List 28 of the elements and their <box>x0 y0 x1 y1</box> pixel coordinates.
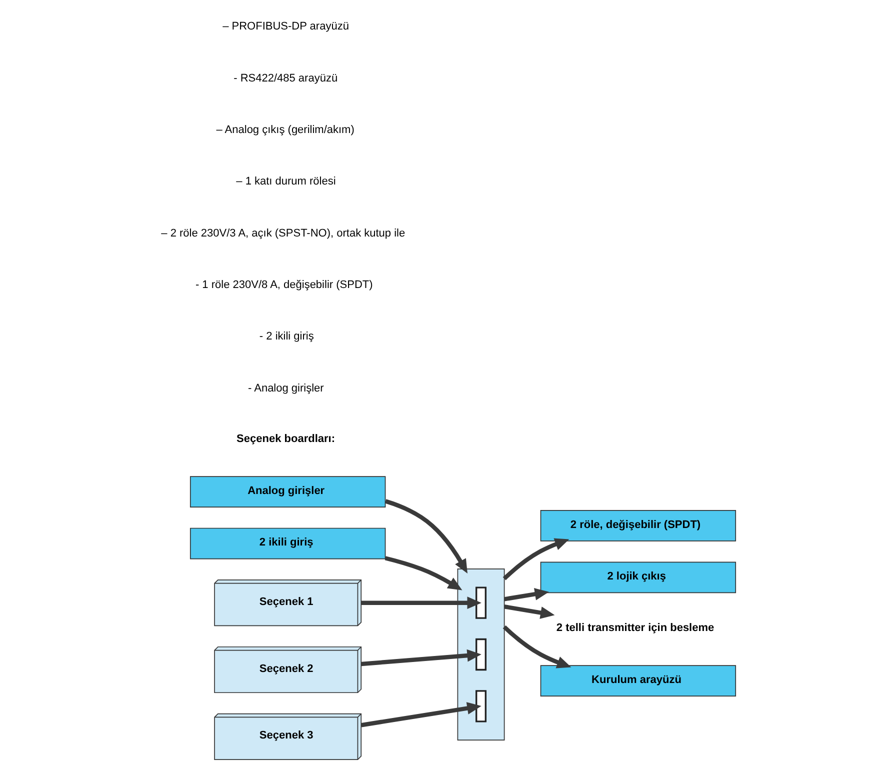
label: Seçenek boardları: <box>236 433 336 446</box>
arrow <box>504 604 555 619</box>
label: - RS422/485 arayüzü <box>234 72 338 84</box>
node-box: 2 ikili giriş <box>190 528 386 560</box>
node-box: 2 röle, değişebilir (SPDT) <box>540 510 736 542</box>
node-box <box>476 638 487 671</box>
node-box: Analog girişler <box>190 476 386 508</box>
arrow <box>361 649 482 666</box>
label: - 2 ikili giriş <box>259 330 314 343</box>
arrow <box>502 625 572 668</box>
label: - Analog girişler <box>248 382 324 394</box>
arrow <box>504 588 549 602</box>
label: – PROFIBUS-DP arayüzü <box>222 20 349 33</box>
node-box: 2 lojik çıkış <box>540 562 736 594</box>
cluster <box>457 568 505 740</box>
arrow <box>361 702 482 728</box>
label: – Analog çıkış (gerilim/akım) <box>216 124 354 136</box>
arrow <box>502 538 570 580</box>
node-box <box>476 690 487 722</box>
label: - 1 röle 230V/8 A, değişebilir (SPDT) <box>195 278 373 291</box>
arrow <box>361 596 482 610</box>
node-text: 2 telli transmitter için besleme <box>556 622 714 634</box>
label: – 1 katı durum rölesi <box>236 176 336 188</box>
node-box <box>476 586 487 619</box>
label: – 2 röle 230V/3 A, açık (SPST-NO), ortak kutup ile <box>161 227 406 240</box>
node-box: Kurulum arayüzü <box>540 665 736 696</box>
arrow <box>384 499 468 574</box>
arrow <box>384 556 462 590</box>
